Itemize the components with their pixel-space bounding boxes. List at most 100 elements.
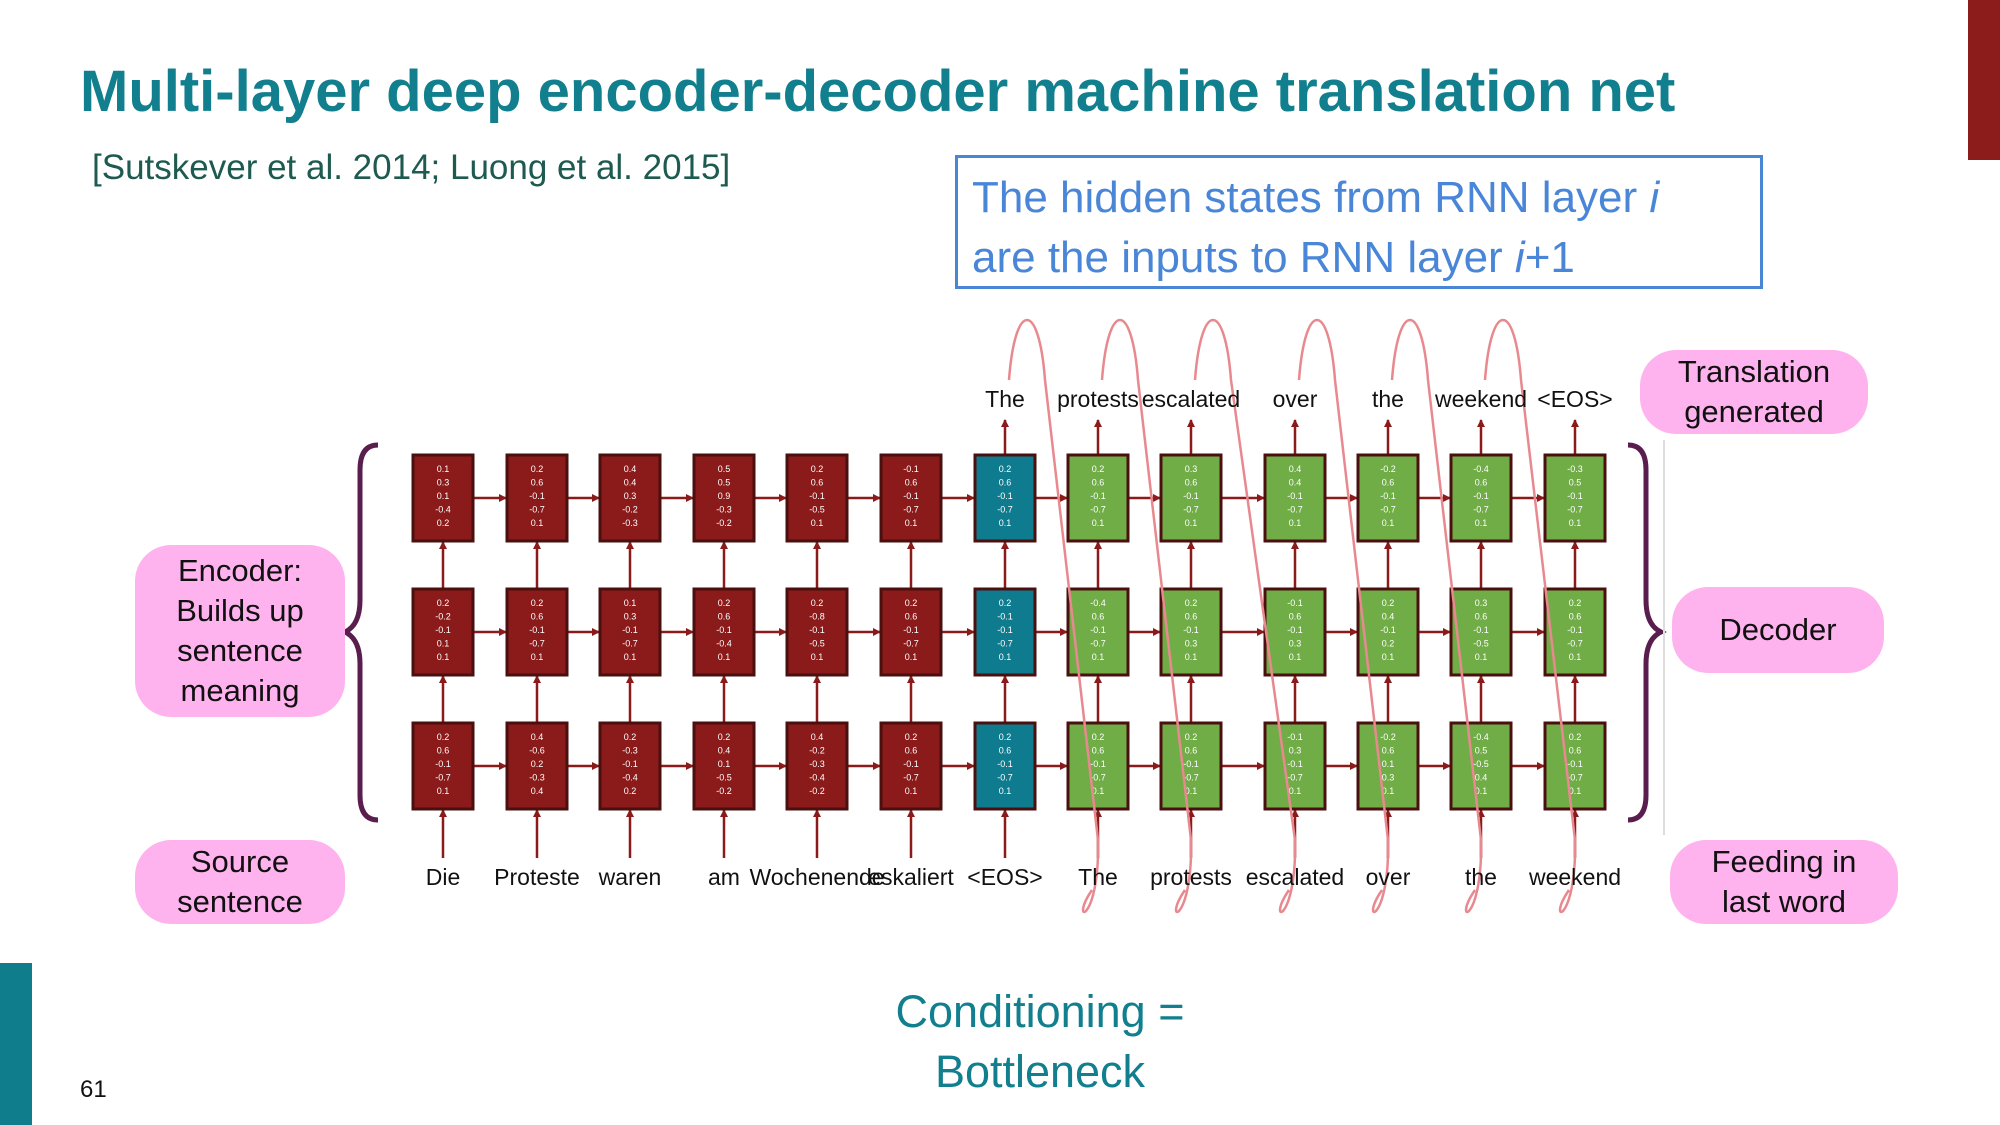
hidden-state-cell-bottom-11: -0.40.5-0.50.40.1 [1449, 721, 1513, 811]
cell-value: 0.2 [1185, 598, 1198, 608]
cell-value: 0.2 [1382, 639, 1395, 649]
cell-value: -0.7 [1183, 505, 1199, 515]
cell-value: 0.1 [999, 518, 1012, 528]
cell-value: 0.5 [1569, 478, 1582, 488]
output-word: protests [1057, 386, 1139, 412]
cell-value: 0.2 [531, 598, 544, 608]
cell-value: -0.2 [435, 612, 451, 622]
hidden-state-cell-middle-6: 0.2-0.1-0.1-0.70.1 [973, 587, 1037, 677]
source-word: Die [426, 864, 461, 890]
cell-value: 0.2 [1569, 732, 1582, 742]
hidden-state-cell-top-1: 0.20.6-0.1-0.70.1 [505, 453, 569, 543]
cell-value: -0.7 [903, 505, 919, 515]
source-word: weekend [1528, 864, 1621, 890]
cell-value: 0.3 [1289, 746, 1302, 756]
cell-value: 0.4 [718, 746, 731, 756]
cell-value: 0.1 [905, 518, 918, 528]
cell-value: 0.1 [1382, 652, 1395, 662]
cell-value: 0.4 [811, 732, 824, 742]
cell-value: -0.3 [622, 746, 638, 756]
cell-value: -0.7 [903, 639, 919, 649]
cell-value: 0.6 [1569, 612, 1582, 622]
cell-value: -0.2 [622, 505, 638, 515]
cell-value: 0.1 [437, 491, 450, 501]
cell-value: -0.7 [1090, 639, 1106, 649]
cell-value: -0.1 [997, 759, 1013, 769]
cell-value: -0.1 [435, 625, 451, 635]
cell-value: 0.4 [624, 464, 637, 474]
cell-value: 0.1 [999, 652, 1012, 662]
cell-value: -0.1 [529, 625, 545, 635]
cell-value: 0.6 [1185, 478, 1198, 488]
source-word: Proteste [494, 864, 580, 890]
cell-value: 0.1 [437, 464, 450, 474]
cell-value: -0.4 [1473, 464, 1489, 474]
hidden-state-cell-top-12: -0.30.5-0.1-0.70.1 [1543, 453, 1607, 543]
cell-value: 0.4 [1289, 478, 1302, 488]
cell-value: -0.1 [1473, 625, 1489, 635]
cell-value: -0.7 [1090, 505, 1106, 515]
cell-value: -0.7 [1287, 505, 1303, 515]
cell-value: 0.6 [531, 478, 544, 488]
cell-value: 0.1 [437, 639, 450, 649]
cell-value: -0.7 [1090, 773, 1106, 783]
cell-value: -0.3 [529, 773, 545, 783]
citation: [Sutskever et al. 2014; Luong et al. 201… [92, 148, 731, 187]
cell-value: 0.2 [718, 732, 731, 742]
cell-value: 0.2 [531, 759, 544, 769]
cell-value: 0.1 [999, 786, 1012, 796]
cell-value: -0.7 [1473, 505, 1489, 515]
cell-value: -0.7 [529, 639, 545, 649]
cell-value: 0.3 [1185, 464, 1198, 474]
hidden-state-cell-bottom-0: 0.20.6-0.1-0.70.1 [411, 721, 475, 811]
cell-value: 0.3 [1185, 639, 1198, 649]
cell-value: -0.4 [809, 773, 825, 783]
cell-value: 0.6 [811, 478, 824, 488]
cell-value: -0.5 [1473, 759, 1489, 769]
cell-value: 0.2 [718, 598, 731, 608]
feedback-curve [1100, 318, 1193, 914]
cell-value: -0.2 [1380, 732, 1396, 742]
cell-value: -0.4 [435, 505, 451, 515]
cell-value: -0.1 [997, 491, 1013, 501]
cell-value: -0.6 [529, 746, 545, 756]
feeding-last-word-pill: Feeding in last word [1670, 840, 1898, 924]
cell-value: 0.3 [624, 612, 637, 622]
source-word: Wochenende [749, 864, 884, 890]
hidden-state-cell-middle-1: 0.20.6-0.1-0.70.1 [505, 587, 569, 677]
hidden-state-cell-bottom-6: 0.20.6-0.1-0.70.1 [973, 721, 1037, 811]
cell-value: 0.2 [905, 598, 918, 608]
cell-value: 0.1 [1475, 518, 1488, 528]
corner-accent-bar [1968, 0, 2000, 160]
cell-value: 0.1 [531, 518, 544, 528]
cell-value: -0.7 [997, 505, 1013, 515]
cell-value: -0.1 [1183, 625, 1199, 635]
cell-value: 0.6 [1185, 746, 1198, 756]
cell-value: -0.2 [716, 786, 732, 796]
source-word: waren [598, 864, 662, 890]
cell-value: 0.6 [1475, 478, 1488, 488]
cell-value: -0.8 [809, 612, 825, 622]
hidden-state-cell-top-7: 0.20.6-0.1-0.70.1 [1066, 453, 1130, 543]
hidden-state-cell-bottom-2: 0.2-0.3-0.1-0.40.2 [598, 721, 662, 811]
cell-value: 0.2 [999, 732, 1012, 742]
cells-layer: 0.10.30.1-0.40.20.20.6-0.1-0.70.10.40.40… [411, 453, 1607, 811]
cell-value: 0.4 [1382, 612, 1395, 622]
hidden-state-cell-bottom-5: 0.20.6-0.1-0.70.1 [879, 721, 943, 811]
cell-value: 0.2 [624, 732, 637, 742]
cell-value: 0.1 [905, 786, 918, 796]
cell-value: 0.6 [905, 612, 918, 622]
cell-value: 0.2 [1569, 598, 1582, 608]
cell-value: 0.2 [905, 732, 918, 742]
cell-value: -0.3 [622, 518, 638, 528]
cell-value: -0.1 [1183, 491, 1199, 501]
cell-value: 0.2 [1382, 598, 1395, 608]
cell-value: 0.2 [811, 464, 824, 474]
cell-value: 0.1 [437, 652, 450, 662]
cell-value: 0.3 [1475, 598, 1488, 608]
cell-value: -0.1 [997, 625, 1013, 635]
cell-value: -0.7 [622, 639, 638, 649]
hidden-state-cell-bottom-10: -0.20.60.10.30.1 [1356, 721, 1420, 811]
cell-value: 0.2 [999, 464, 1012, 474]
